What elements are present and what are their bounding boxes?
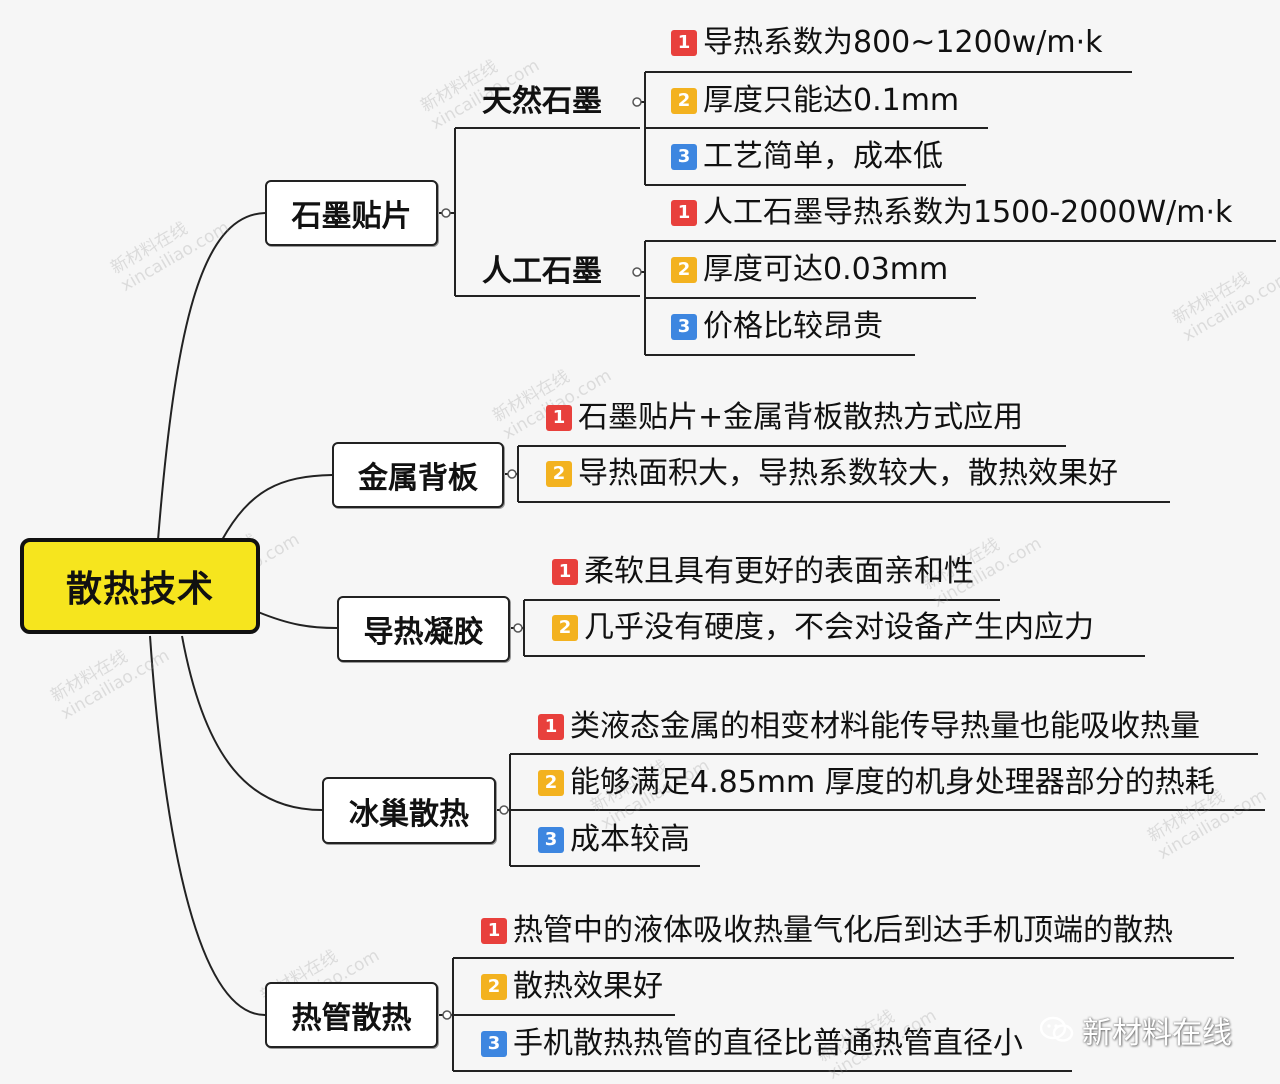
priority-2-badge: 2 xyxy=(481,974,507,1000)
leaf-text: 热管中的液体吸收热量气化后到达手机顶端的散热 xyxy=(513,913,1173,948)
priority-1-badge: 1 xyxy=(671,30,697,56)
branch-node-heat-pipe[interactable]: 热管散热 xyxy=(265,982,438,1048)
subnode-natural-graphite[interactable]: 天然石墨 xyxy=(482,84,602,119)
leaf-text: 柔软且具有更好的表面亲和性 xyxy=(584,554,974,589)
leaf-text: 散热效果好 xyxy=(513,969,663,1004)
priority-1-badge: 1 xyxy=(671,200,697,226)
leaf-text: 几乎没有硬度，不会对设备产生内应力 xyxy=(584,610,1094,645)
priority-2-badge: 2 xyxy=(671,257,697,283)
leaf-text: 工艺简单，成本低 xyxy=(703,139,943,174)
chat-bubble-icon xyxy=(1040,1016,1074,1042)
leaf-text: 导热面积大，导热系数较大，散热效果好 xyxy=(578,456,1118,491)
priority-3-badge: 3 xyxy=(671,314,697,340)
leaf-text: 类液态金属的相变材料能传导热量也能吸收热量 xyxy=(570,709,1200,744)
leaf-text: 价格比较昂贵 xyxy=(703,309,883,344)
branch-node-ice-nest[interactable]: 冰巢散热 xyxy=(322,777,496,844)
priority-1-badge: 1 xyxy=(552,559,578,585)
priority-3-badge: 3 xyxy=(671,144,697,170)
subnode-artificial-graphite[interactable]: 人工石墨 xyxy=(482,254,602,289)
branch-node-thermal-gel[interactable]: 导热凝胶 xyxy=(337,596,510,662)
priority-2-badge: 2 xyxy=(552,615,578,641)
leaf-text: 手机散热热管的直径比普通热管直径小 xyxy=(513,1026,1023,1061)
leaf-text: 能够满足4.85mm 厚度的机身处理器部分的热耗 xyxy=(570,765,1215,800)
leaf-text: 石墨贴片+金属背板散热方式应用 xyxy=(578,400,1024,435)
priority-3-badge: 3 xyxy=(481,1031,507,1057)
brand-label: 新材料在线 xyxy=(1082,1016,1232,1051)
leaf-text: 人工石墨导热系数为1500-2000W/m·k xyxy=(703,195,1233,230)
priority-2-badge: 2 xyxy=(538,770,564,796)
branch-node-graphite-sheet[interactable]: 石墨贴片 xyxy=(265,180,438,246)
priority-1-badge: 1 xyxy=(546,405,572,431)
priority-3-badge: 3 xyxy=(538,827,564,853)
leaf-text: 成本较高 xyxy=(570,822,690,857)
priority-1-badge: 1 xyxy=(481,918,507,944)
leaf-text: 厚度可达0.03mm xyxy=(703,252,949,287)
priority-2-badge: 2 xyxy=(546,461,572,487)
leaf-text: 导热系数为800~1200w/m·k xyxy=(703,25,1103,60)
branch-node-metal-backplate[interactable]: 金属背板 xyxy=(332,442,504,508)
leaf-text: 厚度只能达0.1mm xyxy=(703,83,960,118)
brand-watermark: 新材料在线 xyxy=(1040,1008,1232,1052)
priority-2-badge: 2 xyxy=(671,88,697,114)
root-node[interactable]: 散热技术 xyxy=(20,538,260,634)
priority-1-badge: 1 xyxy=(538,714,564,740)
